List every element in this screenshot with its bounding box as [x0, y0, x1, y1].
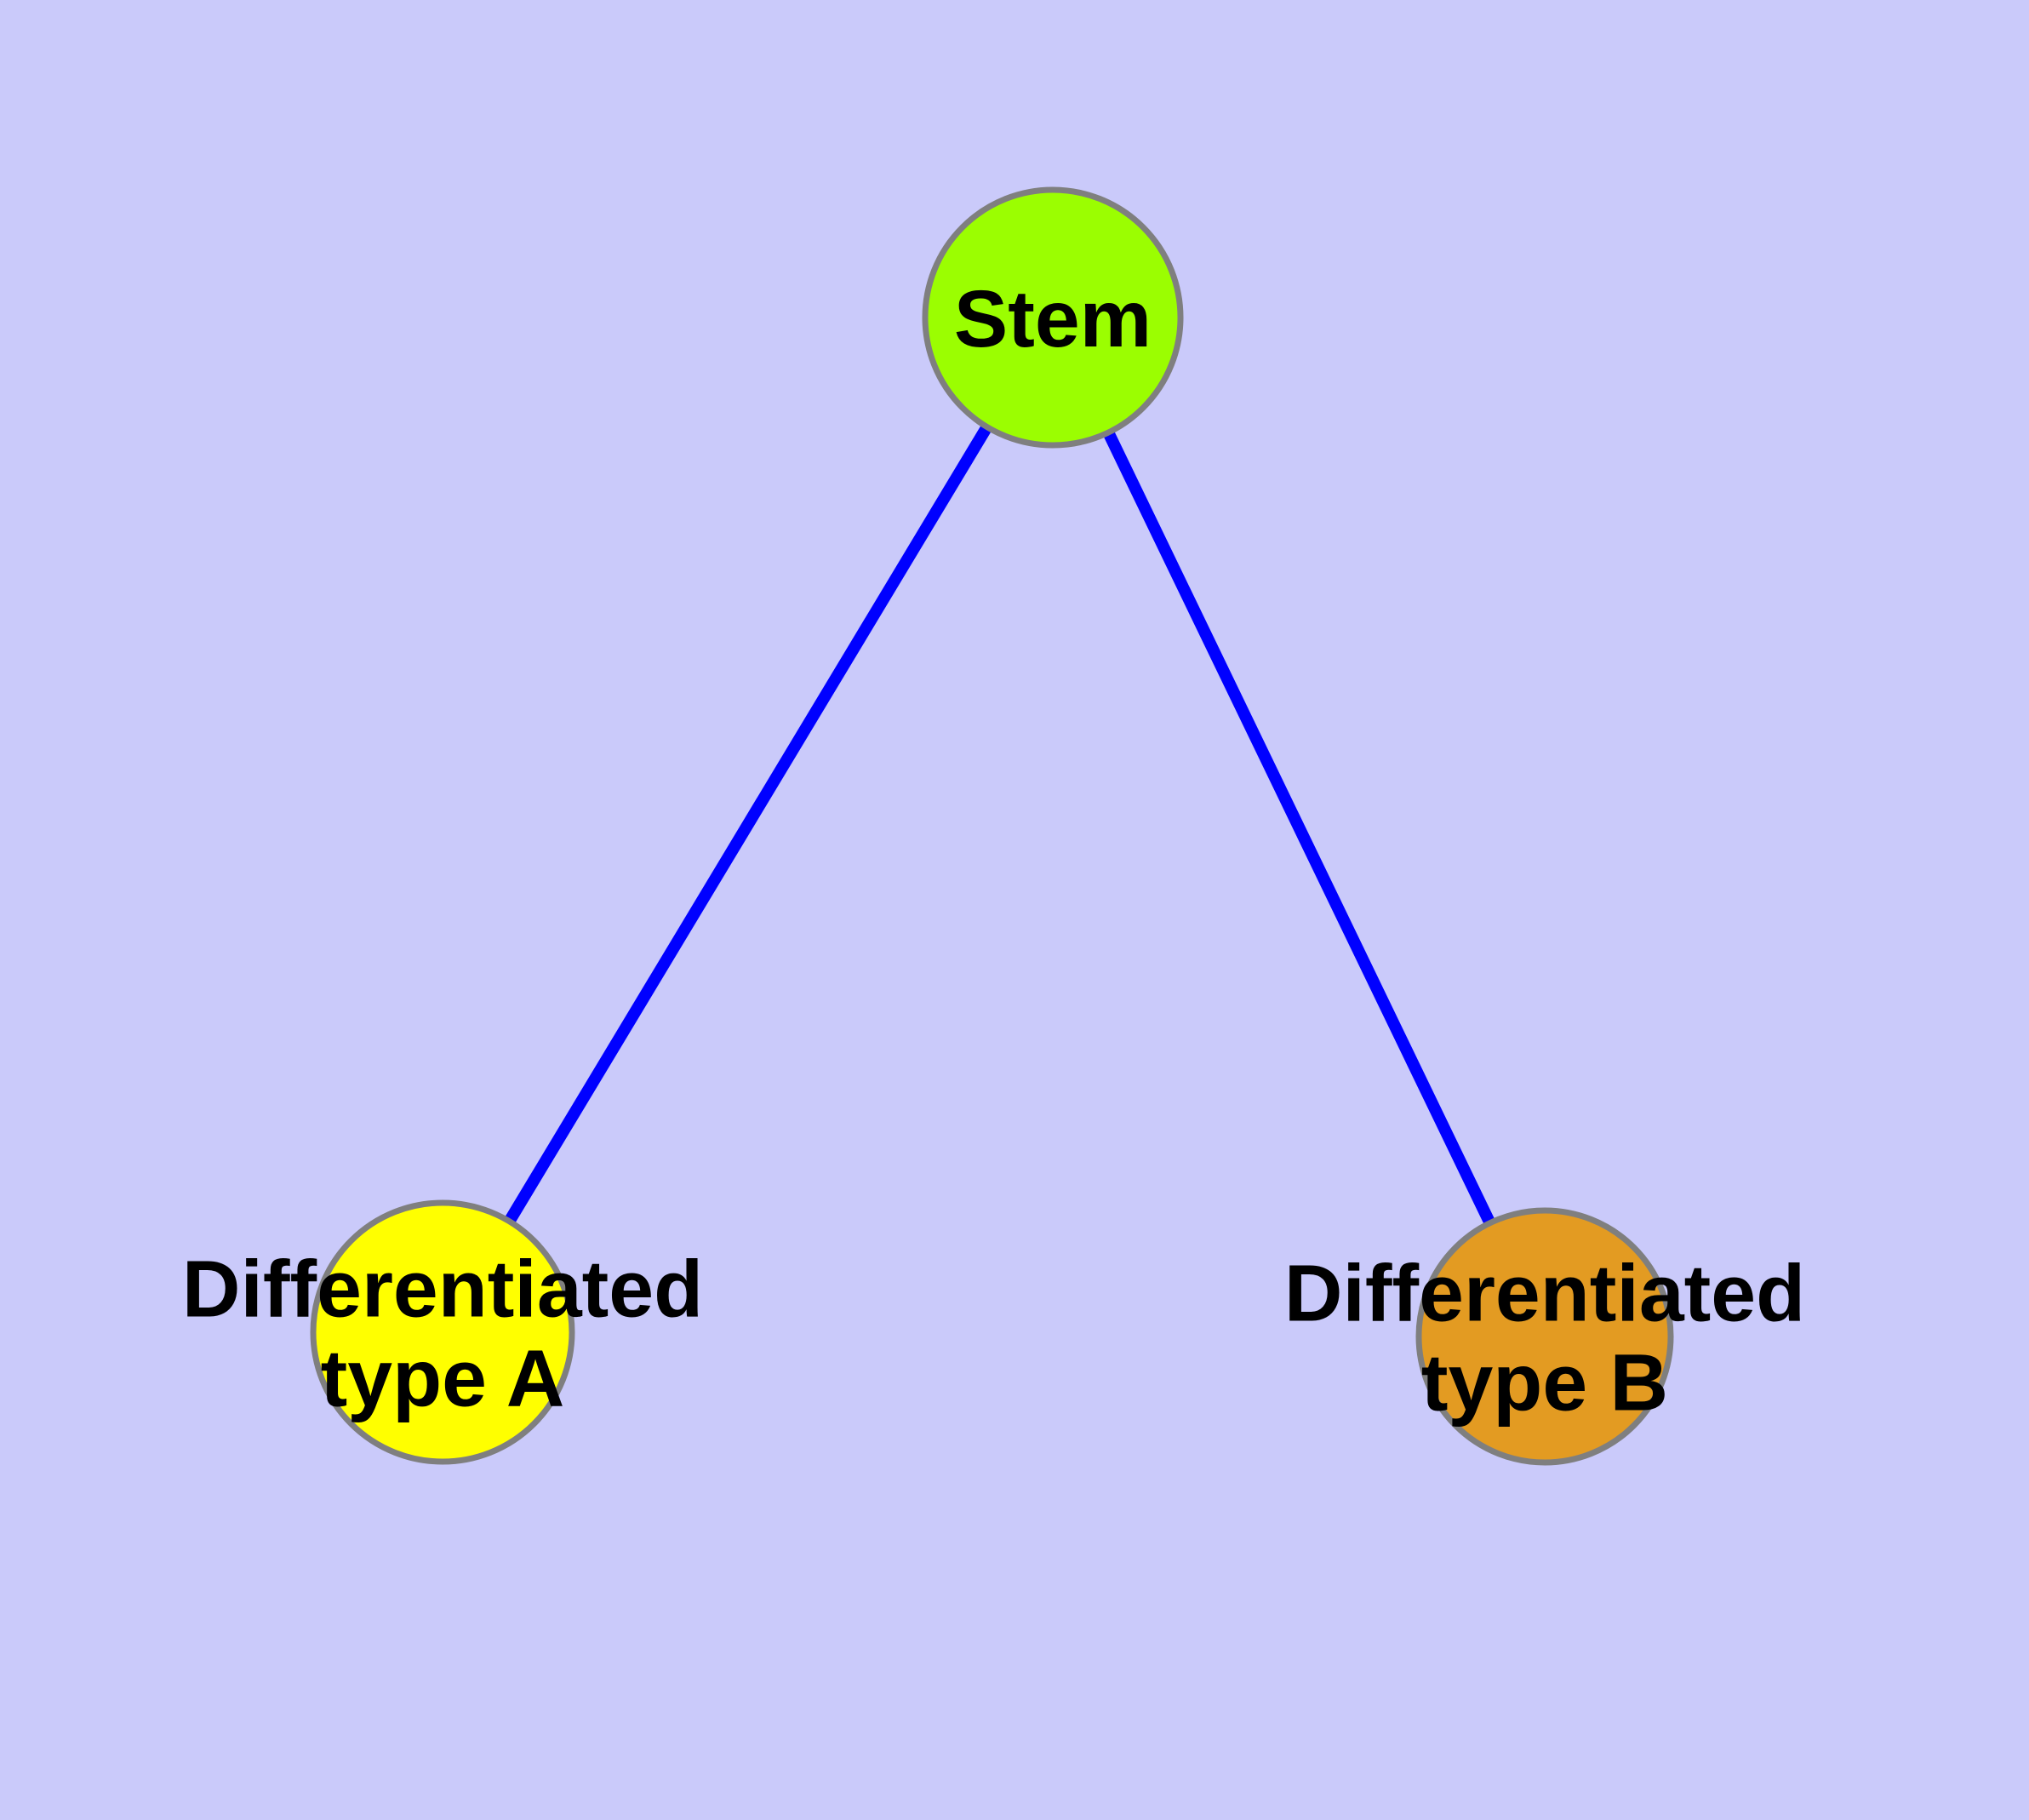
edges-layer — [437, 314, 1551, 1340]
node-differentiated-type-a[interactable] — [310, 1199, 575, 1465]
edge-stem-to-differentiated-type-a — [437, 314, 1058, 1336]
edge-stem-to-differentiated-type-b — [1047, 314, 1551, 1340]
nodes-layer — [310, 186, 1674, 1466]
node-differentiated-type-b[interactable] — [1415, 1207, 1674, 1466]
node-label-stem: Stem — [954, 274, 1152, 364]
node-stem[interactable] — [922, 186, 1184, 449]
